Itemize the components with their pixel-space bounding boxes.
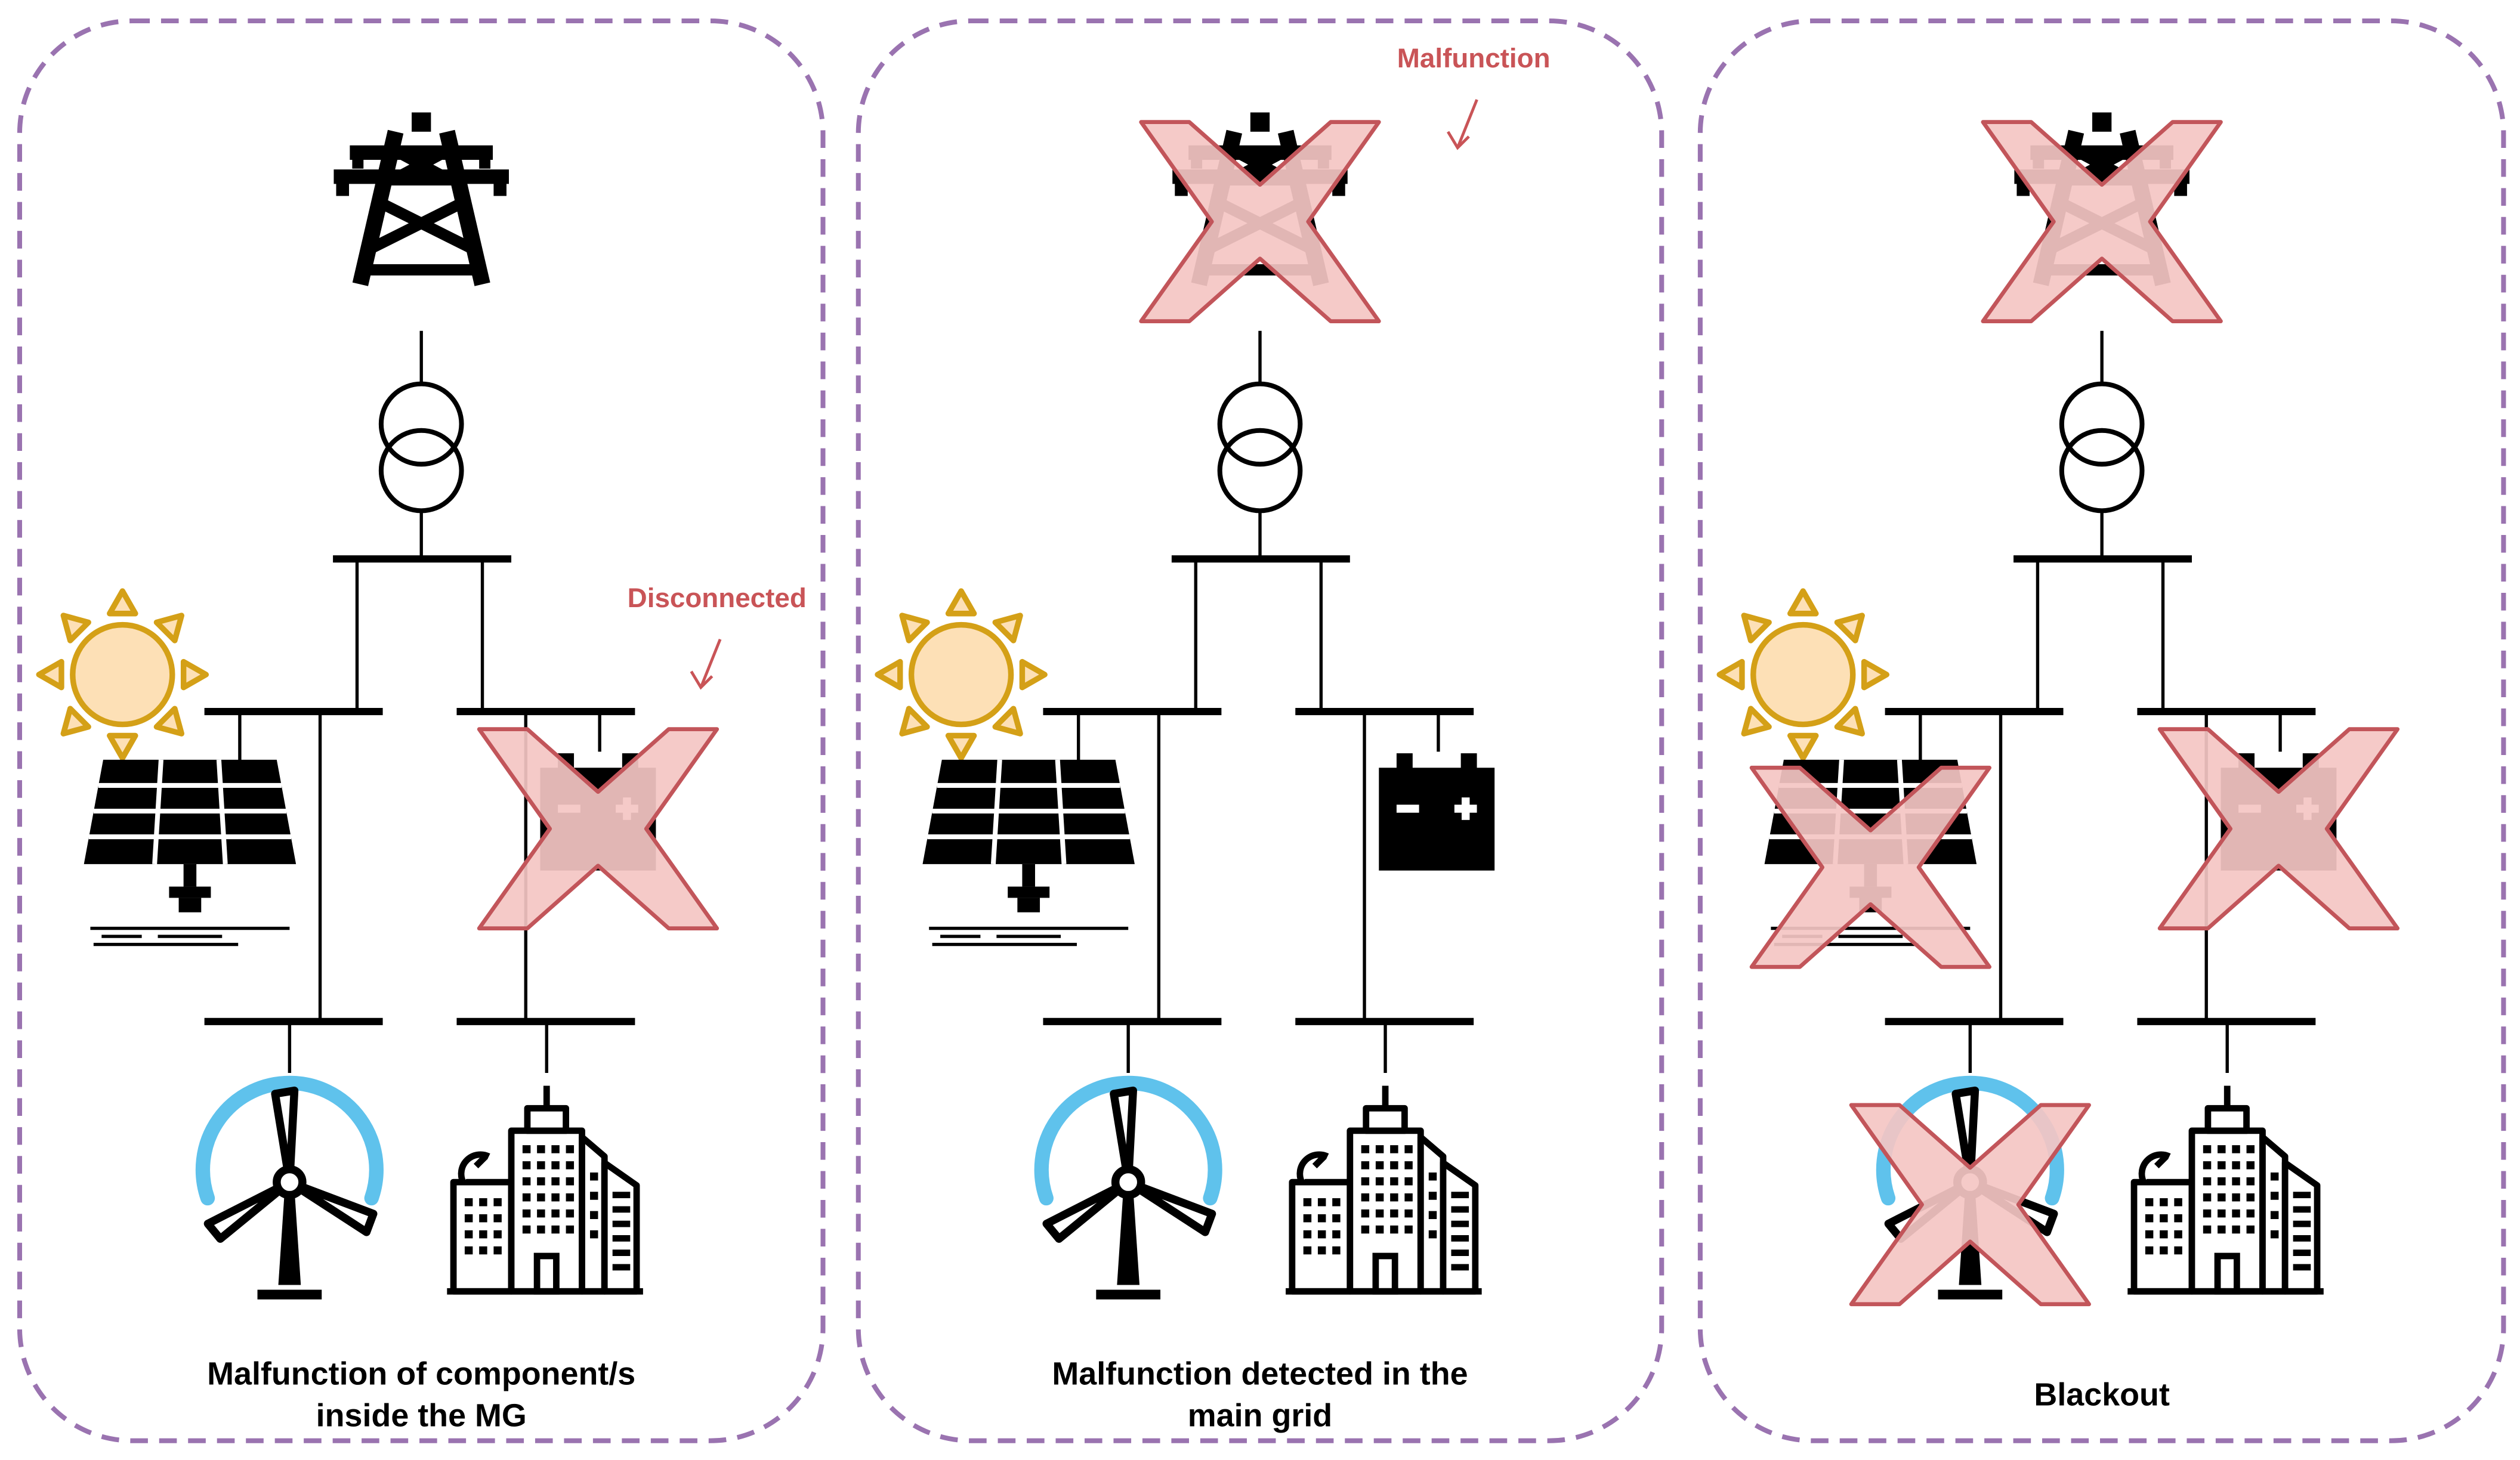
panel-border bbox=[856, 18, 1664, 1443]
panel-caption: Blackout bbox=[2034, 1377, 2170, 1412]
battery-fault-x-icon bbox=[479, 729, 717, 929]
single-line-wiring bbox=[204, 330, 635, 1073]
panel-caption: Malfunction of component/s bbox=[207, 1356, 635, 1391]
solar-panel-icon bbox=[84, 760, 296, 945]
panel-caption: main grid bbox=[1188, 1397, 1332, 1433]
city-buildings-icon bbox=[447, 1086, 643, 1292]
city-buildings-icon bbox=[2127, 1086, 2324, 1292]
battery-fault-x-icon bbox=[2160, 729, 2398, 929]
sun-icon bbox=[39, 591, 206, 758]
transformer-icon bbox=[1217, 381, 1303, 514]
single-line-wiring bbox=[1043, 330, 1474, 1073]
wind-turbine-icon bbox=[1042, 1083, 1215, 1300]
status-annotation: Disconnected bbox=[628, 583, 807, 613]
panel-caption: Malfunction detected in the bbox=[1052, 1356, 1468, 1391]
status-annotation: Malfunction bbox=[1397, 43, 1551, 73]
panel-border bbox=[1697, 18, 2506, 1443]
single-line-wiring bbox=[1885, 330, 2316, 1073]
battery-icon bbox=[1379, 753, 1495, 871]
panel-border bbox=[17, 18, 826, 1443]
scenario-panel-3: Blackout bbox=[1697, 18, 2506, 1443]
solar-panel-icon bbox=[922, 760, 1134, 945]
wind-turbine-icon bbox=[203, 1083, 376, 1300]
transformer-icon bbox=[378, 381, 464, 514]
annotation-arrow bbox=[699, 638, 722, 688]
annotation-arrowhead bbox=[690, 670, 714, 690]
panel-caption: inside the MG bbox=[316, 1397, 527, 1433]
sun-icon bbox=[878, 591, 1045, 758]
transmission-tower-icon bbox=[336, 113, 506, 284]
city-buildings-icon bbox=[1286, 1086, 1482, 1292]
sun-icon bbox=[1719, 591, 1886, 758]
annotation-arrowhead bbox=[1447, 131, 1470, 150]
transformer-icon bbox=[2059, 381, 2145, 514]
annotation-arrow bbox=[1456, 99, 1478, 149]
